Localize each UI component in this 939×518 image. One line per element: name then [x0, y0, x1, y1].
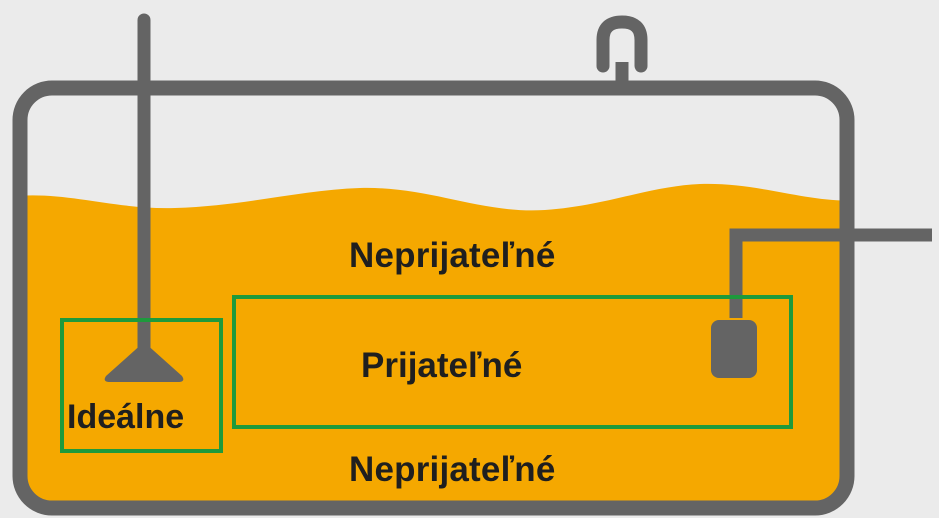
- mixer-shaft-icon: [104, 13, 184, 382]
- ideal-zone-frame: [60, 318, 223, 453]
- liquid-fill: [20, 183, 847, 508]
- acceptable-zone-frame: [232, 295, 793, 429]
- ideal-label: Ideálne: [67, 398, 185, 436]
- unacceptable-bottom-label: Neprijateľné: [349, 450, 556, 489]
- probe-sensor-icon: [711, 228, 932, 378]
- vent-pipe-icon: [596, 15, 648, 82]
- acceptable-label: Prijateľné: [361, 346, 523, 385]
- tank-outline: [12, 80, 855, 516]
- unacceptable-top-label: Neprijateľné: [349, 236, 556, 275]
